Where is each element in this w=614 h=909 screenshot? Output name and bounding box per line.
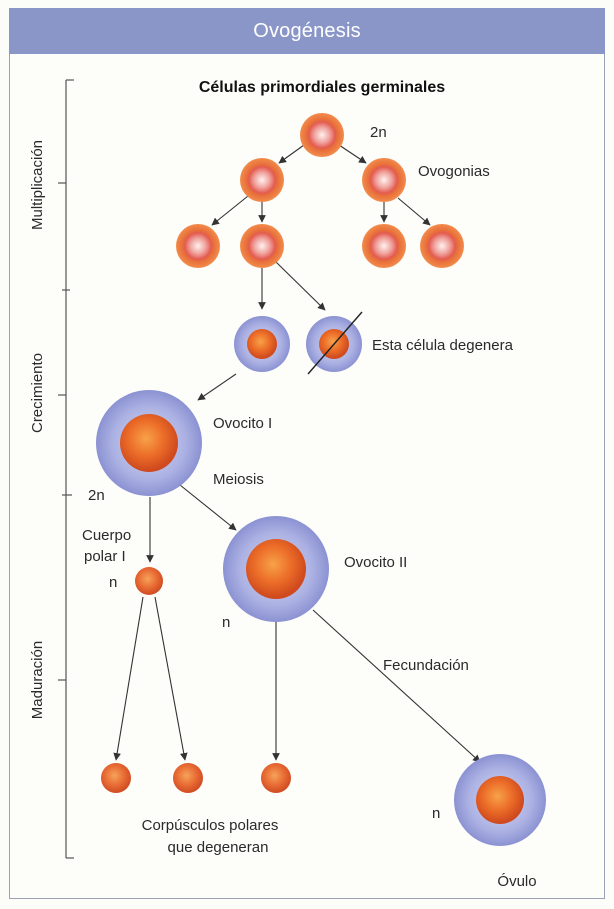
ovocito-2-label: Ovocito II: [344, 554, 407, 571]
ploidy-2n-label: 2n: [370, 124, 387, 141]
polar-body: [261, 763, 291, 793]
arrows: [113, 144, 481, 763]
ovogonia-cell: [362, 224, 406, 268]
germ-cell-top: [300, 113, 344, 157]
page-title: Ovogénesis: [9, 8, 605, 54]
phase-bracket: [58, 79, 74, 859]
polar-body-label-line2: polar I: [84, 548, 126, 565]
fertilization-label: Fecundación: [383, 657, 469, 674]
polar-bodies-label-line1: Corpúsculos polares: [142, 817, 279, 834]
phase-label-multiplication: Multiplicación: [29, 140, 46, 230]
ovocito-1-label: Ovocito I: [213, 415, 272, 432]
polar-body: [101, 763, 131, 793]
ovocito-1-cell: [96, 390, 202, 496]
ploidy-n-polar-label: n: [109, 574, 117, 591]
ovogonia-cell: [420, 224, 464, 268]
growing-cell: [234, 316, 290, 372]
primordial-germ-cells-label: Células primordiales germinales: [199, 79, 445, 96]
ploidy-2n-ovocito1-label: 2n: [88, 487, 105, 504]
polar-body-1: [135, 567, 163, 595]
polar-body-label-line1: Cuerpo: [82, 527, 131, 544]
degenerating-cell: [306, 311, 363, 375]
ovogonia-cell: [240, 224, 284, 268]
ovogonia-cell: [362, 158, 406, 202]
phase-label-maturation: Maduración: [29, 641, 46, 719]
polar-body: [173, 763, 203, 793]
ovogonias-label: Ovogonias: [418, 163, 490, 180]
ploidy-n-ovulo-label: n: [432, 805, 440, 822]
ovocito-2-cell: [223, 516, 329, 622]
ovulo-cell: [454, 754, 546, 846]
degenerates-label: Esta célula degenera: [372, 337, 514, 354]
ovogonia-cell: [176, 224, 220, 268]
meiosis-label: Meiosis: [213, 471, 264, 488]
ovogonia-cell: [240, 158, 284, 202]
polar-bodies-label-line2: que degeneran: [168, 839, 269, 856]
ploidy-n-ovocito2-label: n: [222, 614, 230, 631]
phase-label-growth: Crecimiento: [29, 353, 46, 433]
ovulo-label: Óvulo: [497, 873, 536, 890]
